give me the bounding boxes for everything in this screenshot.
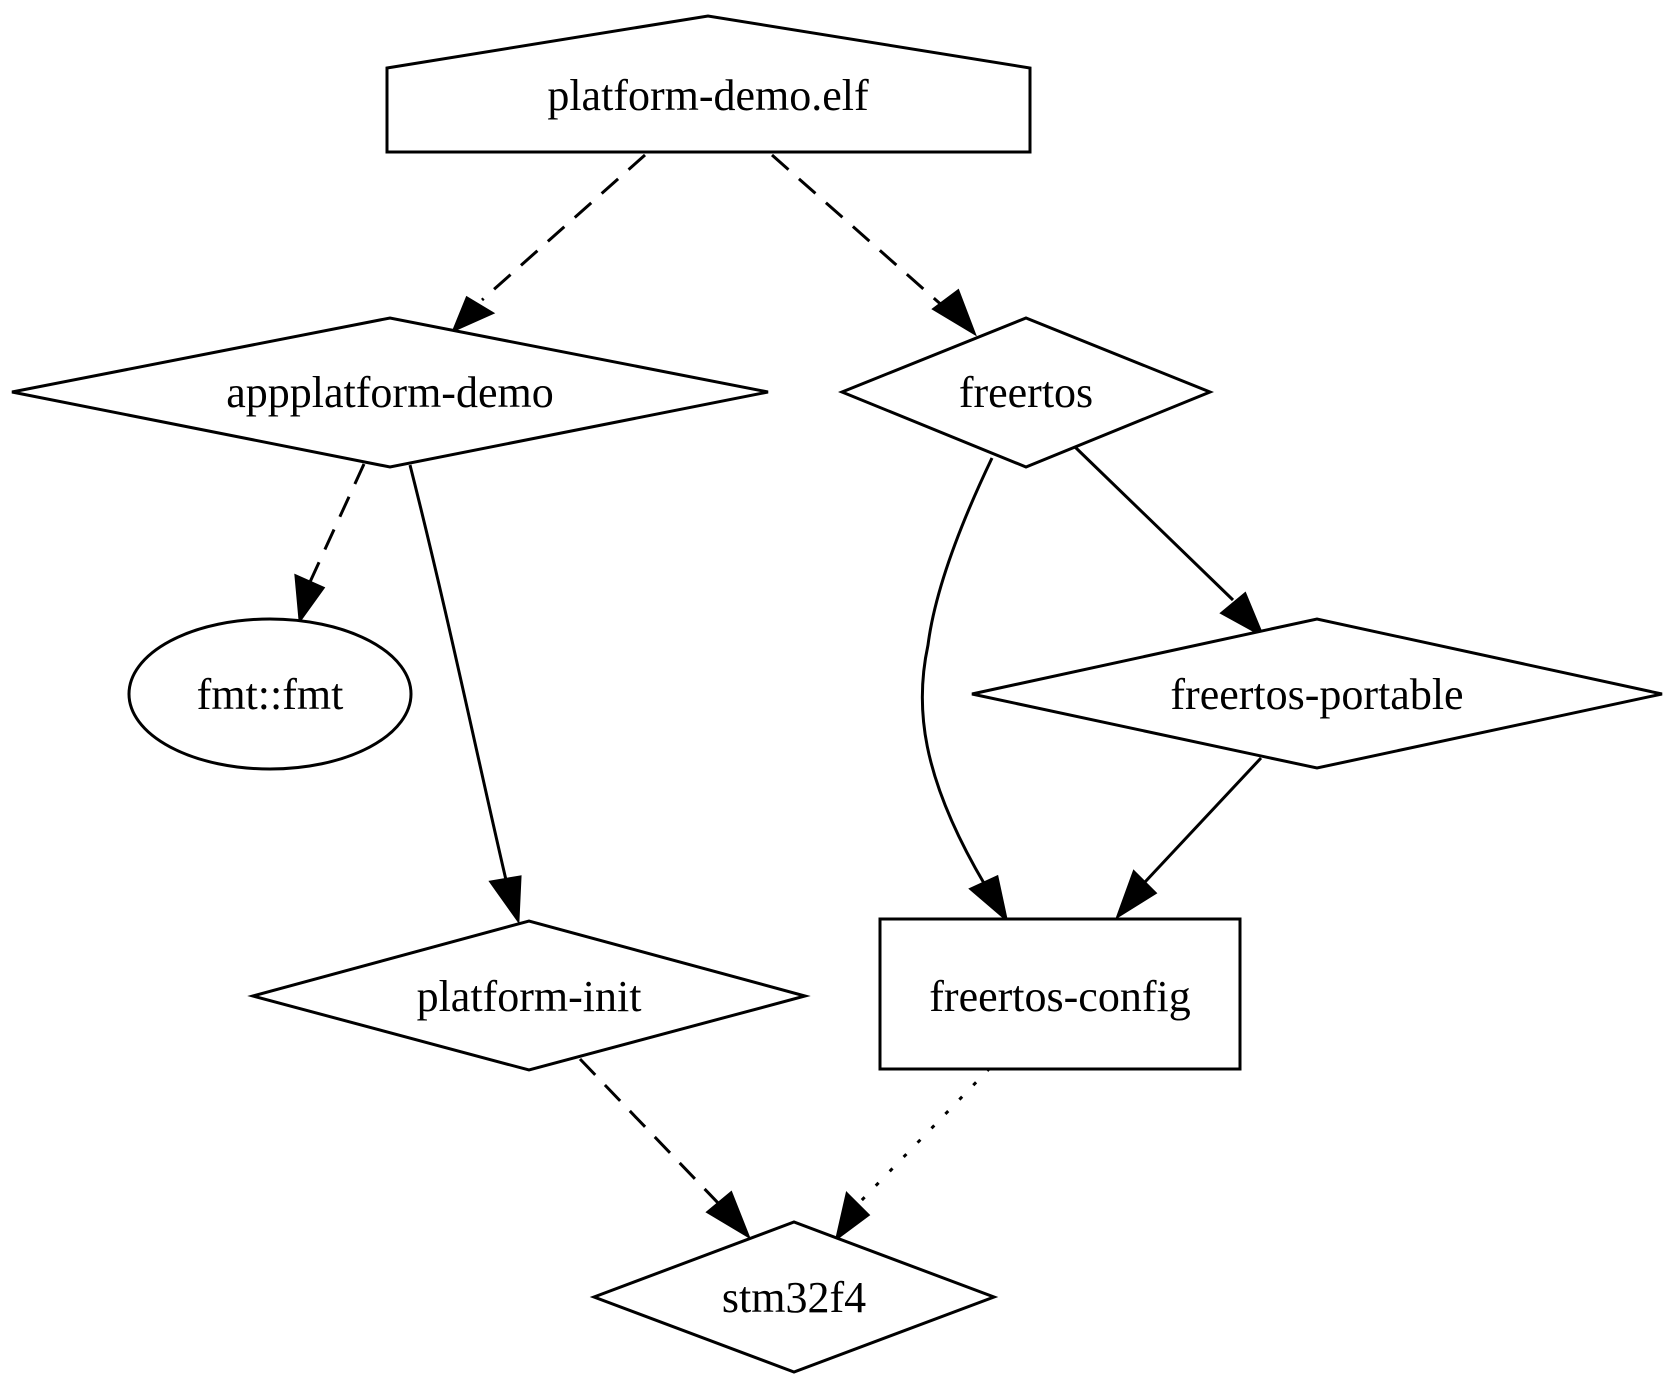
node-freertos[interactable]: freertos [838, 316, 1214, 469]
edge-freertos-config-to-stm32f4 [834, 1066, 992, 1242]
edge-platform-init-to-stm32f4 [578, 1057, 752, 1240]
node-label: stm32f4 [722, 1273, 866, 1322]
edge-appplatform-demo-to-platform-init [408, 464, 522, 925]
node-freertos-config[interactable]: freertos-config [878, 917, 1242, 1071]
node-platform-init[interactable]: platform-init [247, 919, 811, 1072]
edge-freertos-portable-to-freertos-config [1115, 756, 1263, 920]
node-label: platform-init [417, 972, 642, 1021]
node-label: freertos [959, 368, 1093, 417]
edge-platform-demo-elf-to-freertos [771, 153, 977, 337]
edge-appplatform-demo-to-fmt-fmt [294, 463, 366, 625]
node-label: freertos-portable [1170, 670, 1463, 719]
edge-platform-demo-elf-to-appplatform-demo [451, 153, 646, 333]
node-platform-demo-elf[interactable]: platform-demo.elf [385, 14, 1032, 154]
edges [294, 153, 1266, 1242]
node-label: platform-demo.elf [547, 71, 869, 120]
node-label: freertos-config [929, 972, 1190, 1021]
nodes: platform-demo.elf appplatform-demo freer… [11, 14, 1663, 1374]
edge-freertos-to-freertos-portable [1073, 445, 1266, 639]
node-appplatform-demo[interactable]: appplatform-demo [11, 316, 769, 469]
node-label: appplatform-demo [226, 368, 553, 417]
edge-freertos-to-freertos-config [920, 457, 1009, 924]
node-freertos-portable[interactable]: freertos-portable [971, 617, 1663, 770]
node-stm32f4[interactable]: stm32f4 [589, 1220, 999, 1374]
node-fmt-fmt[interactable]: fmt::fmt [127, 617, 413, 771]
node-label: fmt::fmt [197, 670, 344, 719]
